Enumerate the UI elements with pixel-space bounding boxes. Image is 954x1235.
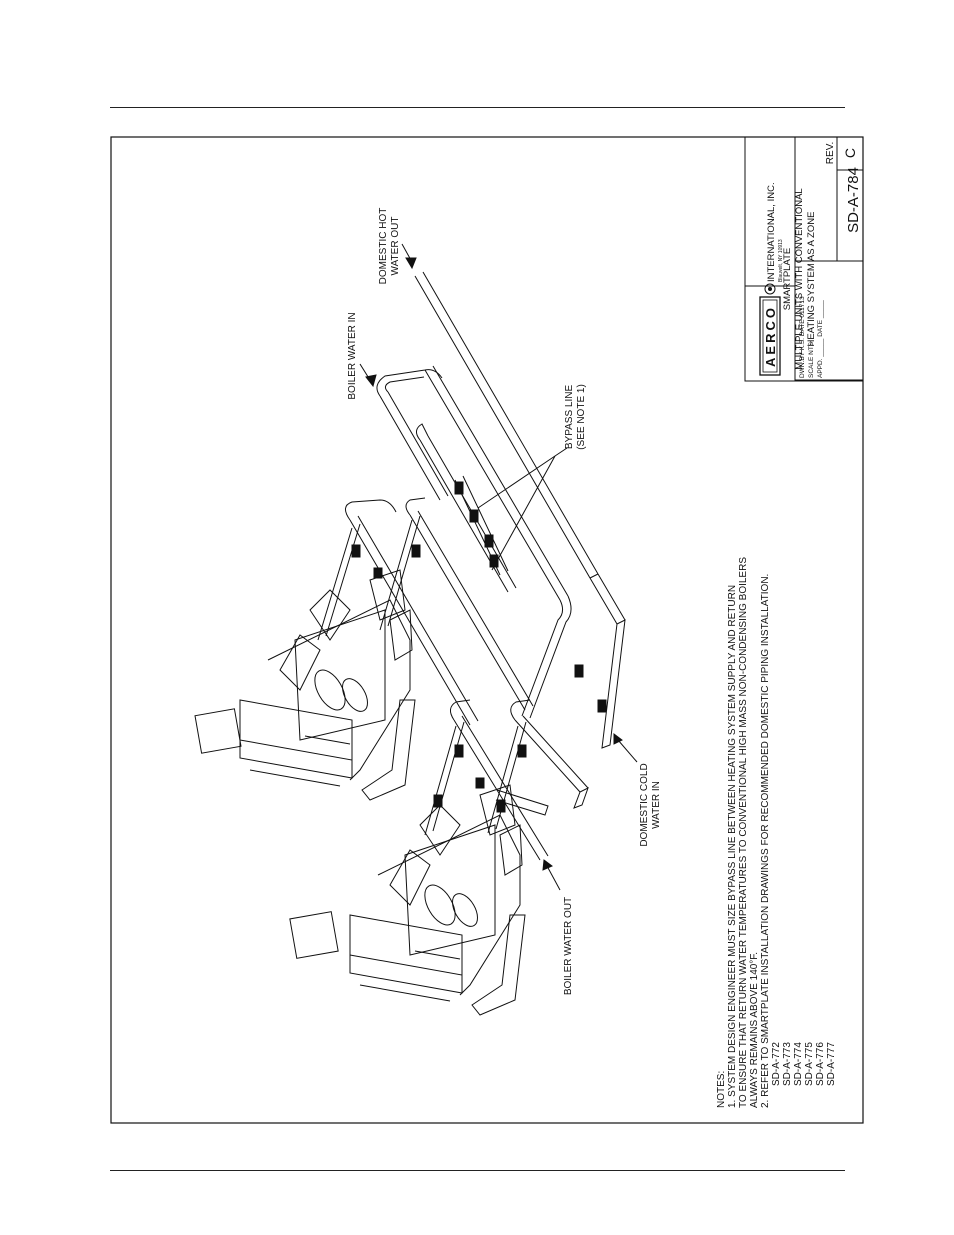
- logo-text: AERCO: [763, 305, 778, 367]
- company-name: INTERNATIONAL, INC.: [766, 182, 777, 282]
- notes-block: NOTES: 1. SYSTEM DESIGN ENGINEER MUST SI…: [716, 557, 837, 1108]
- note-line: 2. REFER TO SMARTPLATE INSTALLATION DRAW…: [760, 574, 771, 1108]
- drawing-title-1: MULTIPLE UNITS WITH CONVENTIONAL: [794, 188, 805, 369]
- svg-text:BYPASS LINE: BYPASS LINE: [564, 385, 575, 450]
- svg-text:BOILER WATER OUT: BOILER WATER OUT: [563, 897, 574, 995]
- aerco-logo: AERCO: [759, 283, 781, 376]
- note-line: ALWAYS REMAINS ABOVE 140°F.: [749, 952, 760, 1108]
- notes-heading: NOTES:: [716, 1071, 727, 1108]
- drawn-by: DWN.BY K.S. DATE 011713: [799, 296, 806, 378]
- svg-text:WATER IN: WATER IN: [651, 781, 662, 829]
- title-block: AERCO INTERNATIONAL, INC. Blauvelt, NY 1…: [744, 136, 864, 382]
- drawing-number: SD-A-784: [845, 167, 862, 233]
- label-domestic-cold-water-in: DOMESTIC COLD WATER IN: [639, 763, 662, 846]
- header-rule: [110, 107, 845, 108]
- svg-text:(SEE NOTE 1): (SEE NOTE 1): [576, 384, 587, 450]
- note-line: TO ENSURE THAT RETURN WATER TEMPERATURES…: [738, 557, 749, 1108]
- drawing-frame: [110, 136, 864, 1124]
- scale: SCALE NTS: [808, 341, 815, 378]
- approved: APPD. _____ DATE _____: [817, 300, 824, 378]
- label-bypass-line: BYPASS LINE (SEE NOTE 1): [564, 384, 587, 450]
- label-domestic-hot-water-out: DOMESTIC HOT WATER OUT: [378, 208, 401, 285]
- valve-set: [351, 481, 607, 813]
- note-line: 1. SYSTEM DESIGN ENGINEER MUST SIZE BYPA…: [727, 585, 738, 1108]
- svg-text:WATER OUT: WATER OUT: [390, 217, 401, 276]
- leader-arrows: [359, 243, 638, 891]
- svg-text:DOMESTIC COLD: DOMESTIC COLD: [639, 763, 650, 846]
- footer-rule: [110, 1170, 845, 1171]
- svg-text:BOILER WATER IN: BOILER WATER IN: [347, 312, 358, 399]
- reference-drawing: SD-A-772: [771, 1042, 782, 1086]
- label-boiler-water-out: BOILER WATER OUT: [563, 897, 574, 995]
- reference-drawing: SD-A-776: [815, 1042, 826, 1086]
- label-boiler-water-in: BOILER WATER IN: [347, 312, 358, 399]
- company-address: Blauvelt, NY 10913: [778, 239, 784, 282]
- svg-text:DOMESTIC HOT: DOMESTIC HOT: [378, 208, 389, 285]
- reference-drawing: SD-A-777: [826, 1042, 837, 1086]
- rev-value: C: [842, 148, 858, 158]
- reference-drawing: SD-A-775: [804, 1042, 815, 1086]
- boiler-unit-2: [289, 784, 526, 1016]
- rev-label: REV.: [825, 142, 836, 164]
- reference-drawing: SD-A-773: [782, 1042, 793, 1086]
- drawing-title-2: HEATING SYSTEM AS A ZONE: [806, 212, 817, 347]
- piping-network: [317, 271, 626, 861]
- boiler-unit-1: [194, 569, 416, 801]
- product-name: SMARTPLATE: [782, 248, 793, 310]
- reference-drawing: SD-A-774: [793, 1042, 804, 1086]
